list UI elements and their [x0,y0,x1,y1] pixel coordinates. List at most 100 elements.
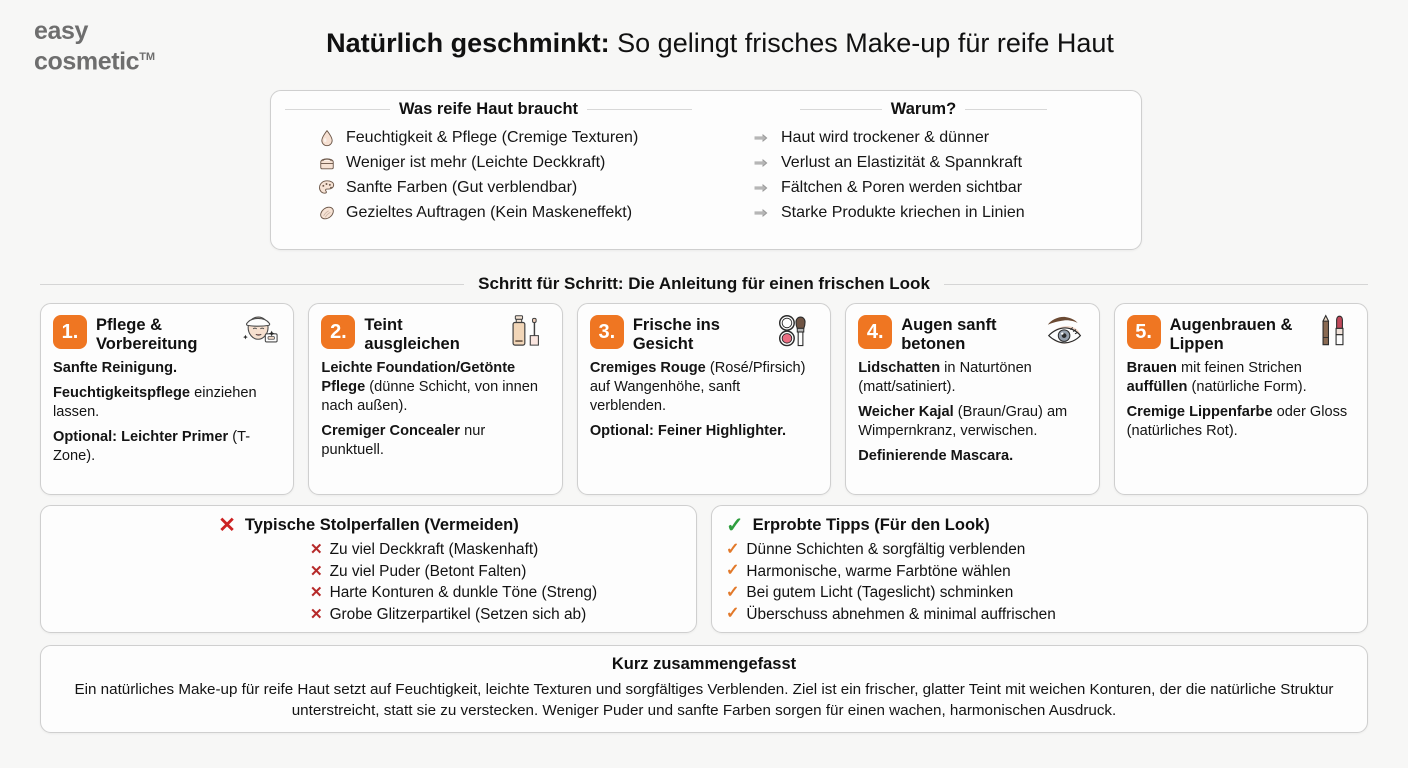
step-title: Augen sanft betonen [901,316,997,353]
step-body-line: Optional: Leichter Primer (T-Zone). [53,429,251,464]
step-card-1: 1. Pflege & Vorbereitung Sanfte Reinigun… [40,303,295,495]
tips-heading-label: Erprobte Tipps (Für den Look) [752,516,990,534]
check-icon: ✓ [726,605,740,623]
divider-line [587,109,692,110]
list-item-label: Harmonische, warme Farbtöne wählen [746,562,1011,580]
step-body: Brauen mit feinen Strichen auffüllen (na… [1127,359,1355,441]
summary-panel: Kurz zusammengefasst Ein natürliches Mak… [40,645,1368,733]
list-item-label: Sanfte Farben (Gut verblendbar) [346,179,578,196]
arrow-right-icon [754,183,768,192]
step-header: 4. Augen sanft betonen [858,315,1086,354]
step-body: Sanfte Reinigung. Feuchtigkeitspflege ei… [53,359,281,466]
check-icon: ✓ [726,514,744,537]
tips-panel: ✓ Erprobte Tipps (Für den Look) ✓Dünne S… [711,505,1368,633]
list-item-label: Verlust an Elastizität & Spannkraft [781,154,1023,171]
divider-line [965,109,1048,110]
palette-icon [319,179,335,194]
step-card-2: 2. Teint ausgleichen Leichte Foundation/… [308,303,563,495]
list-item: ✕Zu viel Deckkraft (Maskenhaft) [310,539,682,561]
needs-and-why-panel: Was reife Haut braucht Feuchtigkeit & Pf… [270,90,1142,250]
step-card-4: 4. Augen sanft betonen Lidschatten in Na… [845,303,1100,495]
cross-icon: ✕ [310,605,323,623]
list-item: ✕Zu viel Puder (Betont Falten) [310,561,682,583]
arrow-right-icon [754,133,768,142]
step-body-line: Cremige Lippenfarbe oder Gloss (natürlic… [1126,404,1348,439]
step-cards-row: 1. Pflege & Vorbereitung Sanfte Reinigun… [40,303,1369,495]
step-body-line: Leichte Foundation/Getönte Pflege (dünne… [321,360,539,414]
arrow-right-icon [754,208,768,217]
list-item-label: Feuchtigkeit & Pflege (Cremige Texturen) [346,129,639,146]
step-title: Augenbrauen & Lippen [1169,316,1293,353]
step-card-5: 5. Augenbrauen & Lippen Brauen mit feine… [1113,303,1369,495]
needs-heading-label: Was reife Haut braucht [398,100,579,118]
cross-icon: ✕ [218,514,236,537]
pitfalls-list: ✕Zu viel Deckkraft (Maskenhaft) ✕Zu viel… [55,539,682,625]
list-item: Fältchen & Poren werden sichtbar [752,175,1127,200]
lipstick-pencil-icon [1322,314,1344,346]
why-column-heading: Warum? [720,100,1127,119]
arrow-right-icon [754,158,768,167]
step-body: Lidschatten in Naturtönen (matt/satinier… [858,359,1086,466]
list-item-label: Starke Produkte kriechen in Linien [781,204,1025,221]
pitfalls-panel: ✕ Typische Stolperfallen (Vermeiden) ✕Zu… [40,505,697,633]
step-header: 5. Augenbrauen & Lippen [1126,314,1355,354]
step-body: Cremiges Rouge (Rosé/Pfirsich) auf Wange… [590,359,818,441]
droplet-icon [321,129,333,146]
step-title: Teint ausgleichen [364,316,460,353]
steps-section-label: Schritt für Schritt: Die Anleitung für e… [478,274,930,293]
list-item: Feuchtigkeit & Pflege (Cremige Texturen) [317,125,692,150]
step-number-badge: 4. [858,315,893,349]
list-item: Verlust an Elastizität & Spannkraft [752,150,1127,175]
pitfalls-heading-label: Typische Stolperfallen (Vermeiden) [244,516,519,534]
divider-line [285,109,390,110]
steps-section-divider: Schritt für Schritt: Die Anleitung für e… [40,272,1369,296]
step-header: 1. Pflege & Vorbereitung [53,315,281,354]
page-title: Natürlich geschminkt: So gelingt frische… [190,26,1250,60]
page-header: easy cosmeticTM Natürlich geschminkt: So… [0,0,1408,88]
step-header: 3. Frische ins Gesicht [589,314,818,354]
step-body-line: Cremiger Concealer nur punktuell. [321,423,486,458]
foundation-bottle-icon [512,315,539,346]
list-item: Sanfte Farben (Gut verblendbar) [317,175,692,200]
list-item: Starke Produkte kriechen in Linien [752,200,1127,225]
step-body-line: Feuchtigkeitspflege einziehen lassen. [53,385,257,420]
check-icon: ✓ [726,583,740,601]
list-item: ✓ Überschuss abnehmen & minimal auffrisch… [726,604,1353,626]
step-header: 2. Teint ausgleichen [321,315,549,354]
list-item: Weniger ist mehr (Leichte Deckkraft) [317,150,692,175]
divider-line [799,109,882,110]
page-title-rest: So gelingt frisches Make-up für reife Ha… [609,28,1114,58]
summary-text: Ein natürliches Make-up für reife Haut s… [74,681,1334,719]
eye-icon [1047,316,1081,344]
why-heading-label: Warum? [890,100,957,118]
step-number-badge: 3. [589,315,624,349]
step-number-badge: 5. [1126,315,1161,349]
list-item-label: Bei gutem Licht (Tageslicht) schminken [746,584,1014,601]
step-number-badge: 1. [53,315,87,349]
list-item-label: Fältchen & Poren werden sichtbar [781,179,1023,196]
summary-title: Kurz zusammengefasst [611,655,797,673]
logo-line-1: easy [34,17,89,45]
logo-line-2: cosmetic [34,47,140,76]
list-item-label: Dünne Schichten & sorgfältig verblenden [746,541,1026,558]
step-body-line: Optional: Feiner Highlighter. [589,423,787,439]
needs-list: Feuchtigkeit & Pflege (Cremige Texturen)… [285,125,692,225]
divider-line [943,283,1369,285]
cross-icon: ✕ [310,562,323,580]
step-number-badge: 2. [321,315,356,349]
step-title: Pflege & Vorbereitung [96,316,198,353]
step-body-line: Weicher Kajal (Braun/Grau) am Wimpernkra… [858,404,1068,439]
cream-jar-icon [320,157,334,169]
cross-icon: ✕ [310,541,323,559]
list-item: ✓Harmonische, warme Farbtöne wählen [726,561,1353,583]
step-body: Leichte Foundation/Getönte Pflege (dünne… [321,359,549,460]
divider-line [40,283,465,285]
list-item: ✓Dünne Schichten & sorgfältig verblenden [726,539,1353,561]
tips-list: ✓Dünne Schichten & sorgfältig verblenden… [726,539,1353,625]
needs-column: Was reife Haut braucht Feuchtigkeit & Pf… [271,91,706,249]
list-item: ✓ Bei gutem Licht (Tageslicht) schminken [726,582,1353,604]
step-body-line: Sanfte Reinigung. [53,360,178,376]
list-item-label: Überschuss abnehmen & minimal auffrische… [746,605,1056,623]
step-body-line: Lidschatten in Naturtönen (matt/satinier… [858,360,1032,395]
